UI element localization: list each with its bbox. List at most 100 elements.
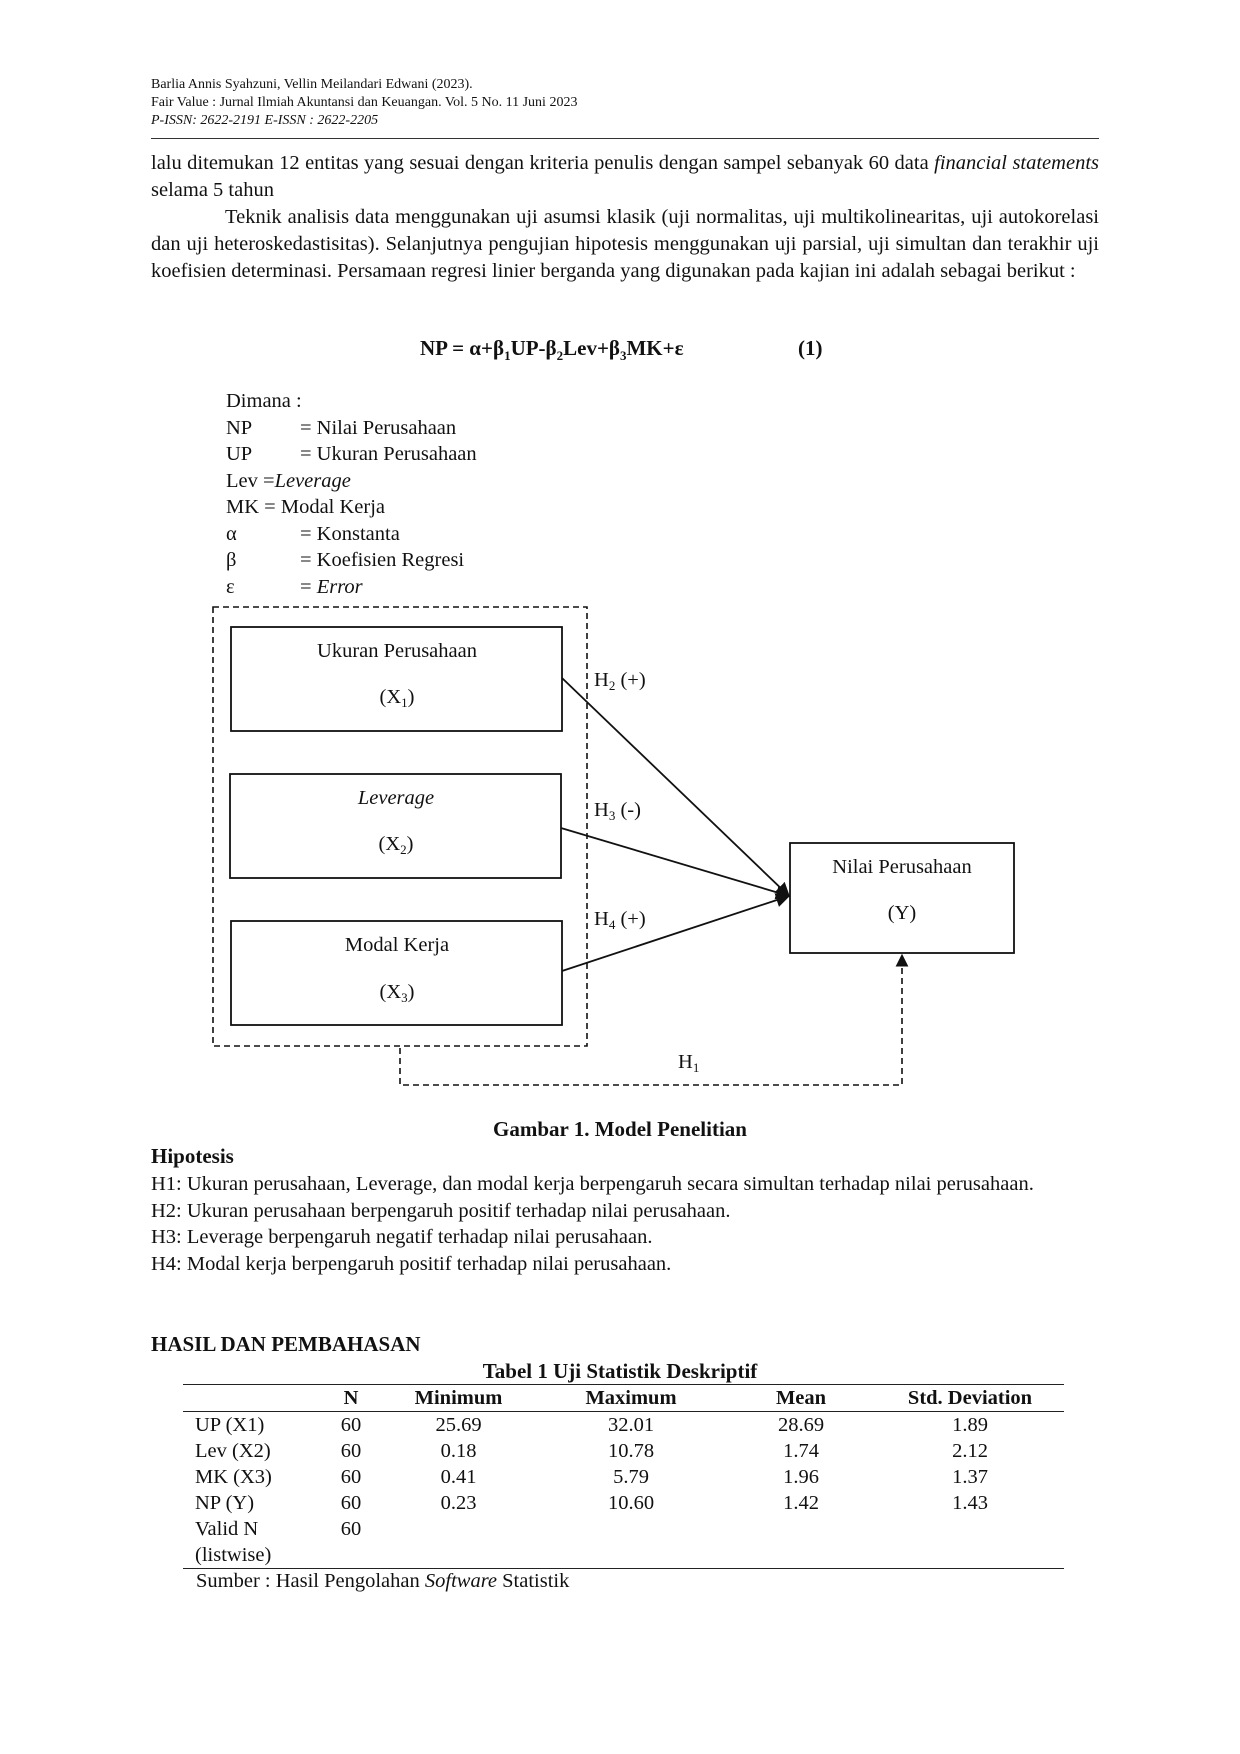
def-symbol: NP [226,416,253,439]
hypotheses-heading: Hipotesis [151,1144,234,1168]
x3-title: Modal Kerja [345,934,449,956]
table-cell: 60 [340,1492,362,1514]
def-line-lev: Lev =Leverage [226,468,351,495]
header-authors: Barlia Annis Syahzuni, Vellin Meilandari… [151,77,473,92]
table-cell: 2.12 [952,1440,988,1462]
table-cell: 1.42 [783,1492,819,1514]
x1-code: (X1) [380,686,415,710]
table-cell: 1.43 [952,1492,988,1514]
table-cell: UP (X1) [195,1414,265,1436]
table-cell: 60 [321,1516,381,1569]
def-symbol: β [226,549,237,571]
definitions-intro: Dimana : [226,390,302,412]
table-cell: 10.78 [607,1440,655,1462]
table-header-cell: Maximum [536,1384,726,1412]
source-text: Sumber : Hasil Pengolahan [196,1570,425,1592]
table-cell: 32.01 [607,1414,655,1436]
h4-arrow [561,893,791,972]
def-symbol: α [226,522,237,545]
eq-part: UP-β [510,336,557,360]
table-cell: 28.69 [777,1414,825,1436]
table-source: Sumber : Hasil Pengolahan Software Stati… [196,1570,569,1593]
table-row: MK (X3) 60 0.41 5.79 1.96 1.37 [183,1464,1064,1490]
def-symbol: Lev = [226,469,275,492]
equation-number: (1) [798,336,823,360]
y-title: Nilai Perusahaan [832,856,971,878]
def-symbol: UP [226,443,253,465]
table-cell: 0.18 [440,1440,477,1462]
table-row: Valid N (listwise) 60 [183,1516,1064,1569]
def-symbol: ε [226,575,235,598]
table-caption: Tabel 1 Uji Statistik Deskriptif [482,1359,758,1383]
table-cell: 1.89 [952,1414,988,1436]
x3-code: (X3) [380,981,415,1005]
eq-part: MK+ε [626,336,684,360]
def-meaning: = Error [300,574,363,601]
h3-arrow [560,827,791,900]
table-cell: 0.23 [440,1492,477,1514]
table-cell: NP (Y) [195,1492,255,1514]
table-header-cell: Std. Deviation [876,1384,1064,1412]
header-journal: Fair Value : Jurnal Ilmiah Akuntansi dan… [151,95,578,110]
x2-box [229,773,562,879]
def-eq-sign: = [300,575,317,598]
x1-title: Ukuran Perusahaan [317,640,477,662]
table-cell: 5.79 [613,1466,649,1488]
header-rule [151,138,1099,139]
eq-part: Lev+β [563,336,620,360]
table-cell [536,1516,726,1569]
hypothesis-item: H2: Ukuran perusahaan berpengaruh positi… [151,1199,731,1222]
table-row: NP (Y) 60 0.23 10.60 1.42 1.43 [183,1490,1064,1516]
hypothesis-item: H3: Leverage berpengaruh negatif terhada… [151,1226,653,1248]
table-cell: 25.69 [435,1414,482,1436]
def-meaning-italic: Error [316,575,363,598]
table-cell: MK (X3) [195,1466,272,1488]
hypothesis-item: H1: Ukuran perusahaan, Leverage, dan mod… [151,1173,1034,1195]
table-cell: 1.96 [783,1466,819,1488]
regression-equation: NP = α+β1UP-β2Lev+β3MK+ε [420,336,684,364]
eq-sub: 3 [619,348,627,364]
table-header-row: N Minimum Maximum Mean Std. Deviation [183,1384,1064,1412]
table-cell: 60 [340,1466,362,1488]
h1-label: H1 [678,1051,699,1075]
h3-label: H3 (-) [594,799,641,823]
descriptive-statistics-table: N Minimum Maximum Mean Std. Deviation UP… [183,1384,1064,1569]
source-tail: Statistik [497,1570,570,1592]
running-header: Barlia Annis Syahzuni, Vellin Meilandari… [151,76,577,130]
eq-part: NP = α+β [420,336,505,360]
independent-variables-group [212,606,588,1047]
def-meaning: Leverage [274,469,351,492]
x2-code: (X2) [379,833,414,857]
table-row: Lev (X2) 60 0.18 10.78 1.74 2.12 [183,1438,1064,1464]
table-cell: 10.60 [607,1492,655,1514]
eq-sub: 1 [504,348,511,364]
table-cell: Valid N (listwise) [183,1516,321,1569]
table-header-cell: Mean [726,1384,876,1412]
x2-title: Leverage [357,787,434,809]
paragraph-sample: lalu ditemukan 12 entitas yang sesuai de… [151,150,1099,204]
table-header-cell: Minimum [381,1384,536,1412]
h2-label: H2 (+) [594,669,646,693]
table-cell: 60 [340,1440,362,1462]
source-italic: Software [424,1570,498,1592]
section-heading: HASIL DAN PEMBAHASAN [151,1332,421,1356]
table-cell: 1.74 [783,1440,819,1462]
figure-caption: Gambar 1. Model Penelitian [493,1117,747,1141]
hypothesis-item: H4: Modal kerja berpengaruh positif terh… [151,1252,672,1275]
def-line-mk: MK = Modal Kerja [226,496,386,518]
table-cell [381,1516,536,1569]
h1-dashed-arrow [399,953,909,1086]
def-meaning: = Koefisien Regresi [300,549,465,571]
table-cell: Lev (X2) [195,1440,271,1462]
table-cell: 1.37 [952,1466,988,1488]
table-cell [726,1516,876,1569]
h4-label: H4 (+) [594,908,646,932]
header-issn: P-ISSN: 2622-2191 E-ISSN : 2622-2205 [151,113,379,128]
table-row: UP (X1) 60 25.69 32.01 28.69 1.89 [183,1412,1064,1439]
table-cell: 60 [340,1414,362,1436]
paragraph-sample-text: lalu ditemukan 12 entitas yang sesuai de… [151,152,935,174]
eq-sub: 2 [556,348,564,364]
table-cell: 0.41 [440,1466,477,1488]
table-cell [876,1516,1064,1569]
